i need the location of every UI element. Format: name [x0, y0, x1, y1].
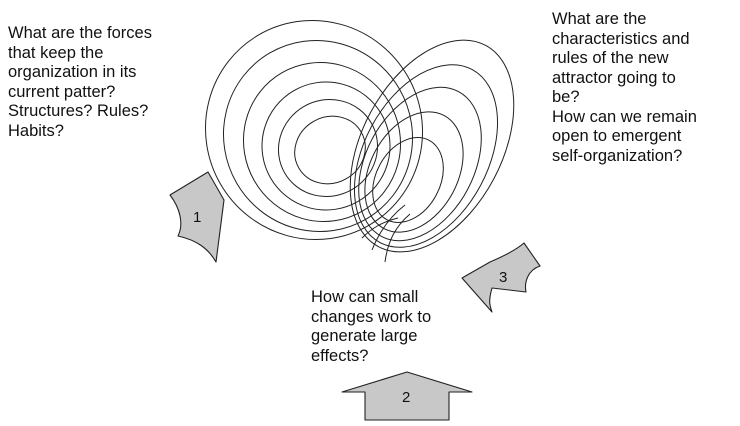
arrow-2-label: 2: [402, 389, 410, 406]
question-forces: What are the forces that keep the organi…: [8, 24, 152, 140]
arrow-1-shape: [169, 171, 225, 263]
arrow-2: 2: [341, 371, 473, 421]
attractor-loops: [204, 19, 515, 263]
arrow-3-label: 3: [499, 269, 507, 286]
right-wing: [349, 39, 515, 253]
crossing-strands: [361, 204, 411, 263]
arrow-2-shape: [341, 371, 473, 421]
question-attractor: What are the characteristics and rules o…: [552, 10, 697, 165]
arrow-3: 3: [461, 242, 541, 313]
question-small-changes: How can small changes work to generate l…: [311, 288, 432, 365]
arrow-1: 1: [169, 171, 225, 263]
arrow-3-shape: [461, 242, 541, 313]
arrow-1-label: 1: [193, 209, 201, 226]
